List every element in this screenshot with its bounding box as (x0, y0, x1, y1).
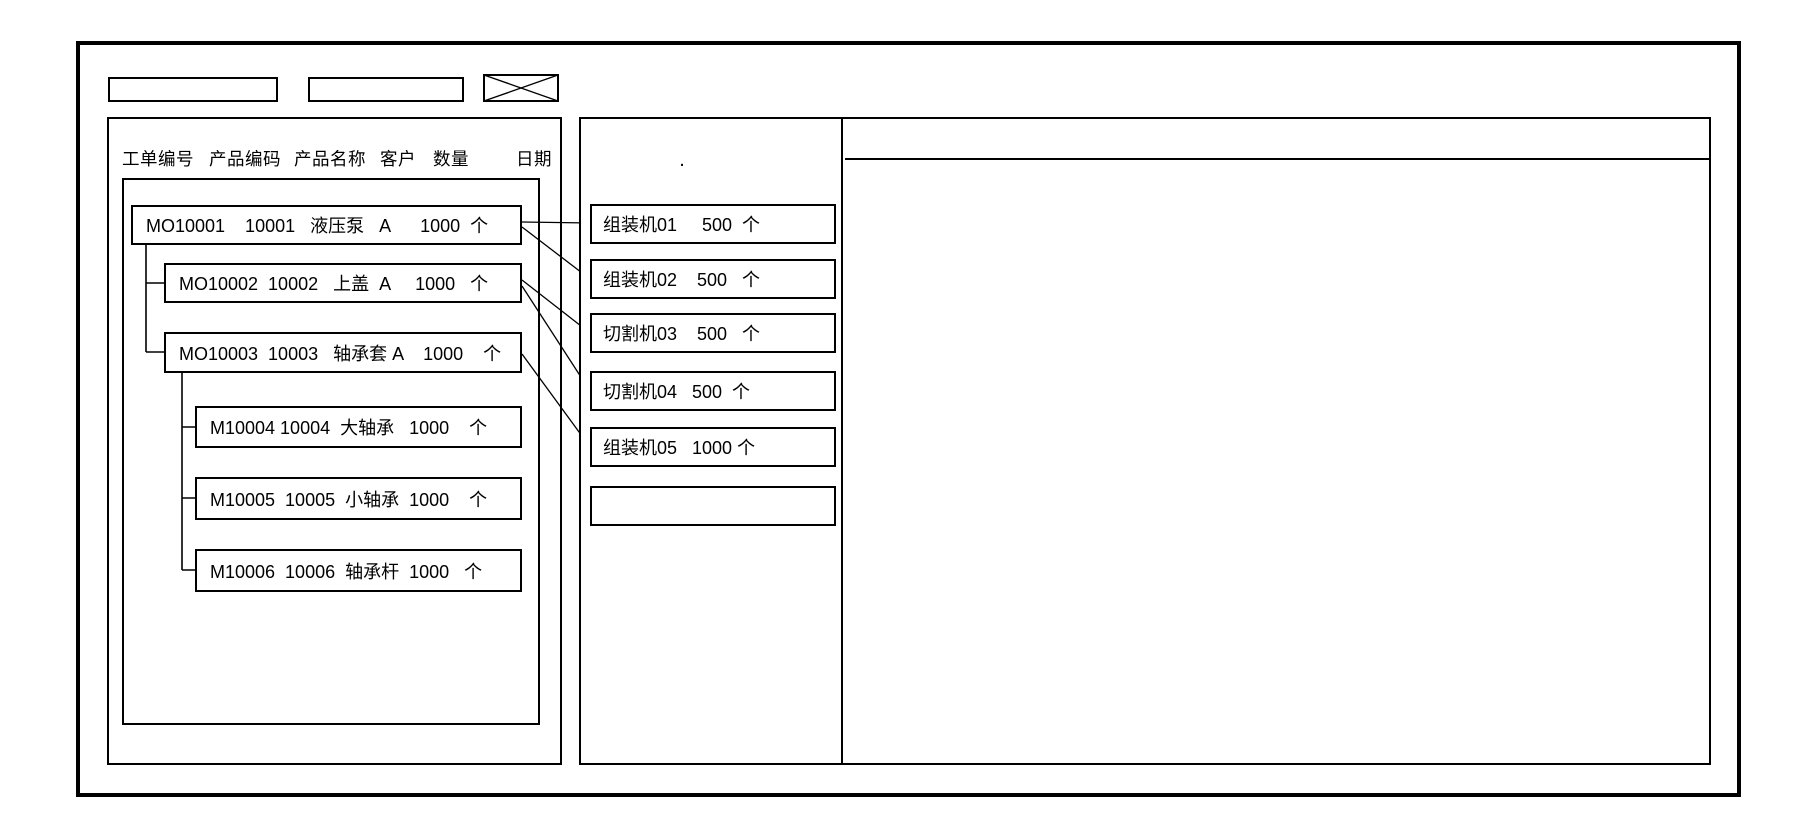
column-qty: 数量 (433, 148, 469, 169)
machine-slot-04[interactable]: 切割机04 500 个 (590, 371, 836, 411)
order-node-text: MO10003 10003 轴承套 A 1000 个 (179, 343, 502, 364)
machine-slot-02[interactable]: 组装机02 500 个 (590, 259, 836, 299)
stray-dot: . (679, 149, 685, 171)
order-node-mo10002[interactable]: MO10002 10002 上盖 A 1000 个 (164, 263, 522, 303)
machine-slot-01[interactable]: 组装机01 500 个 (590, 204, 836, 244)
column-date: 日期 (516, 148, 552, 169)
schedule-panel (843, 117, 1711, 765)
column-product-code: 产品编码 (209, 148, 281, 169)
order-node-m10006[interactable]: M10006 10006 轴承杆 1000 个 (195, 549, 522, 592)
order-node-m10004[interactable]: M10004 10004 大轴承 1000 个 (195, 406, 522, 448)
crossed-box-icon[interactable] (483, 74, 559, 102)
order-node-text: MO10002 10002 上盖 A 1000 个 (179, 274, 489, 294)
order-node-mo10001[interactable]: MO10001 10001 液压泵 A 1000 个 (131, 205, 522, 245)
work-order-tree-container (122, 178, 540, 725)
order-node-text: M10006 10006 轴承杆 1000 个 (210, 561, 483, 582)
order-node-text: MO10001 10001 液压泵 A 1000 个 (146, 216, 489, 236)
toolbar-field-1[interactable] (108, 77, 278, 102)
column-product-name: 产品名称 (294, 148, 366, 169)
machine-slot-05[interactable]: 组装机05 1000 个 (590, 427, 836, 467)
machine-slot-text: 切割机04 500 个 (603, 382, 751, 402)
column-customer: 客户 (380, 148, 416, 169)
order-node-m10005[interactable]: M10005 10005 小轴承 1000 个 (195, 477, 522, 520)
toolbar-field-2[interactable] (308, 77, 464, 102)
order-node-text: M10005 10005 小轴承 1000 个 (210, 489, 488, 510)
machine-slot-text: 切割机03 500 个 (603, 324, 761, 344)
machine-slot-03[interactable]: 切割机03 500 个 (590, 313, 836, 353)
machine-slot-text: 组装机05 1000 个 (603, 438, 756, 458)
machine-slot-text: 组装机02 500 个 (603, 270, 761, 290)
machine-slot-text: 组装机01 500 个 (603, 215, 761, 235)
order-node-mo10003[interactable]: MO10003 10003 轴承套 A 1000 个 (164, 332, 522, 373)
schedule-header-divider (845, 158, 1709, 160)
work-order-column-header: 工单编号 产品编码 产品名称 客户 数量 日期 (122, 146, 552, 170)
order-node-text: M10004 10004 大轴承 1000 个 (210, 418, 488, 438)
machine-slot-empty[interactable] (590, 486, 836, 526)
column-order-no: 工单编号 (122, 148, 194, 169)
